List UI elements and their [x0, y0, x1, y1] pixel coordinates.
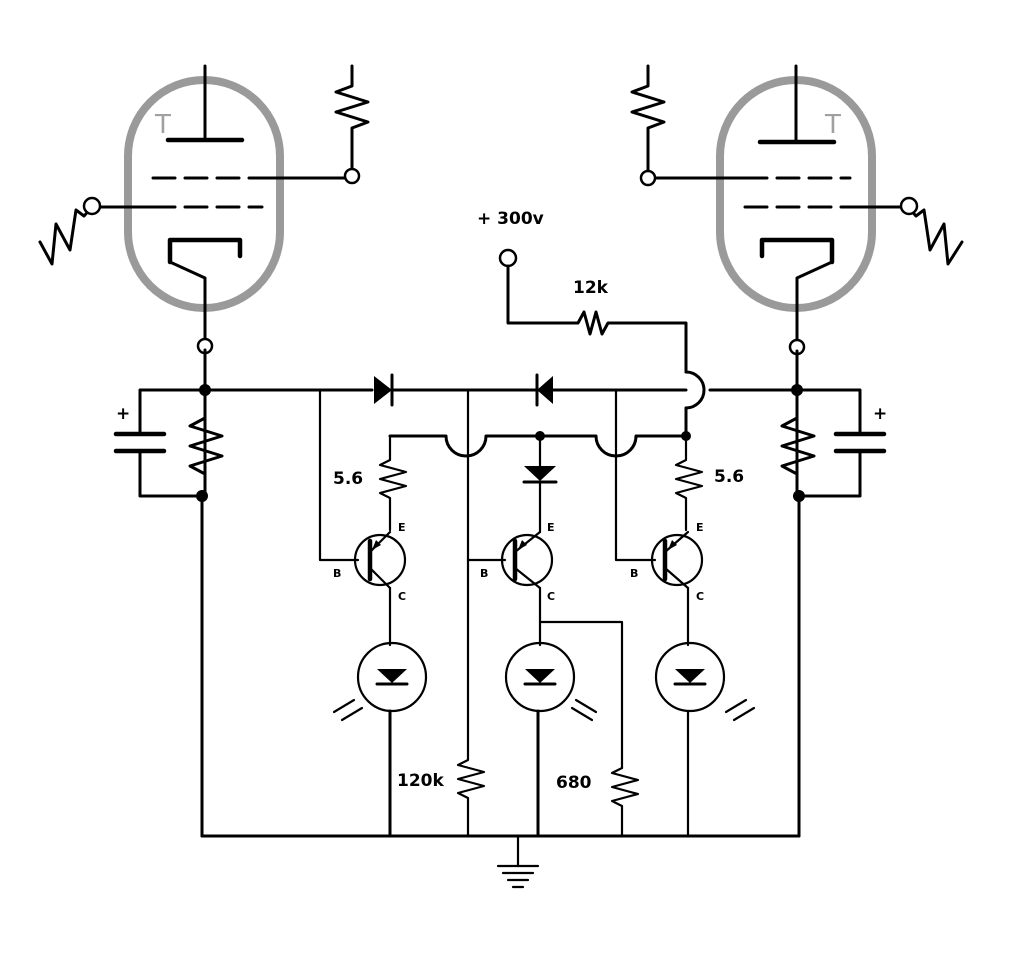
center-collector-tap	[538, 620, 624, 770]
right-led-ray-2	[732, 706, 756, 722]
right-grid-resistor	[906, 205, 964, 266]
base-bias-resistor	[456, 558, 486, 838]
right-transistor-b-label: B	[630, 567, 638, 580]
right-led	[654, 641, 726, 713]
right-led-ray-1	[724, 698, 748, 714]
center-transistor-emitter-arrow	[518, 540, 527, 550]
center-transistor	[500, 533, 554, 587]
left-grid-resistor	[38, 205, 94, 266]
right-emitter-resistor-label: 5.6	[714, 467, 744, 487]
right-cap-polarity: +	[873, 404, 887, 424]
center-transistor-collector-leg	[513, 566, 542, 590]
right-cap-bottom-wire	[797, 451, 862, 498]
collector-resistor	[610, 766, 640, 838]
right-tube-marker: T	[824, 110, 841, 140]
right-led-diode	[675, 669, 705, 683]
left-transistor	[353, 533, 407, 587]
supply-wire	[506, 264, 688, 374]
left-led	[356, 641, 428, 713]
left-plate-resistor	[334, 64, 370, 178]
right-screen-terminal[interactable]	[639, 169, 657, 187]
right-transistor-e-label: E	[696, 521, 704, 534]
left-transistor-c-label: C	[398, 590, 406, 603]
left-cap-bottom-wire	[138, 451, 204, 498]
right-base-wire	[614, 388, 657, 562]
right-grid-terminal[interactable]	[899, 196, 919, 216]
right-transistor-collector-leg	[663, 566, 690, 590]
left-transistor-e-label: E	[398, 521, 406, 534]
center-led-ray-2	[570, 706, 594, 722]
center-led-ray-1	[574, 698, 598, 714]
center-transistor-e-label: E	[547, 521, 555, 534]
left-led-ray-2	[340, 706, 364, 722]
left-led-ray-1	[332, 698, 356, 714]
supply-label: + 300v	[477, 209, 544, 229]
right-emitter-resistor	[674, 434, 704, 532]
base-bias-resistor-label: 120k	[397, 771, 444, 791]
left-cathode-resistor	[188, 416, 224, 476]
left-cap-polarity: +	[116, 404, 130, 424]
left-transistor-b-label: B	[333, 567, 341, 580]
ground-icon	[496, 864, 540, 889]
right-transistor-c-label: C	[696, 590, 704, 603]
center-led-diode	[525, 669, 555, 683]
right-tube: T	[648, 64, 910, 348]
bus-diode-left-body	[374, 376, 392, 404]
left-emitter-resistor-label: 5.6	[333, 469, 363, 489]
left-screen-terminal[interactable]	[343, 167, 361, 185]
right-cap-top-wire	[795, 388, 862, 434]
center-transistor-c-label: C	[547, 590, 555, 603]
right-plate-resistor	[630, 64, 666, 178]
collector-resistor-label: 680	[556, 773, 592, 793]
left-cap-top-wire	[138, 388, 207, 434]
right-cathode-resistor	[780, 416, 816, 476]
left-grid-terminal[interactable]	[82, 196, 102, 216]
bus-diode-right-body	[537, 376, 553, 404]
left-base-wire	[318, 388, 360, 562]
right-tube-cathode	[759, 237, 835, 265]
left-tube: T	[90, 64, 354, 348]
center-diode-body	[524, 466, 556, 481]
right-transistor-emitter-arrow	[668, 540, 677, 550]
right-tube-cathode-lead	[795, 260, 834, 348]
supply-terminal[interactable]	[498, 248, 518, 268]
center-transistor-b-label: B	[480, 567, 488, 580]
left-tube-cathode	[167, 237, 243, 265]
center-led	[504, 641, 576, 713]
left-transistor-emitter-arrow	[372, 540, 381, 550]
left-emitter-resistor	[378, 434, 408, 532]
left-tube-cathode-lead	[168, 260, 207, 348]
left-tube-marker: T	[154, 110, 171, 140]
supply-resistor-label: 12k	[573, 278, 609, 298]
supply-crossover-hop	[684, 370, 706, 410]
right-transistor	[650, 533, 704, 587]
left-led-diode	[377, 669, 407, 683]
center-base-wire	[466, 388, 507, 562]
left-transistor-collector-leg	[368, 566, 392, 590]
